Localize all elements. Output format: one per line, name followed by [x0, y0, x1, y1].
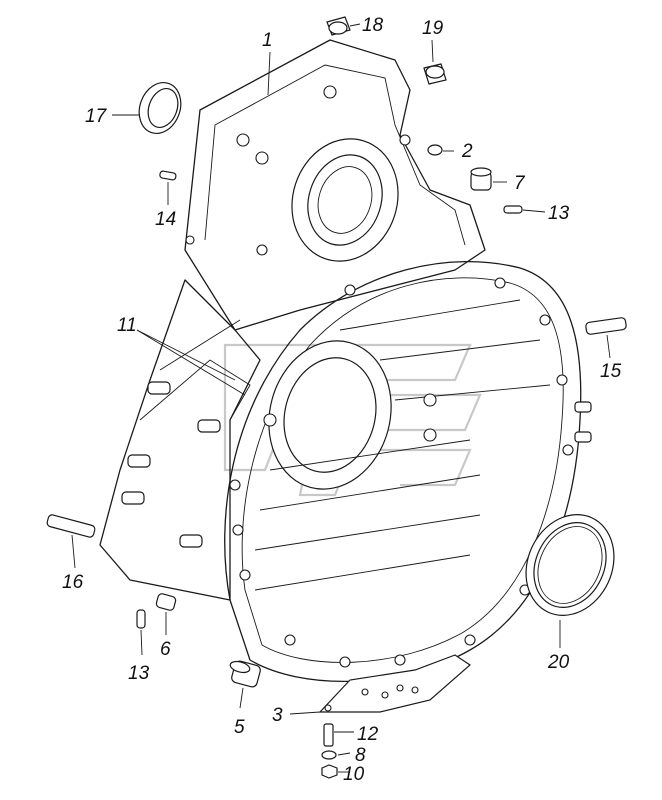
callout-labels: 1 2 3 5 6 7 8 10 11 12 13 13 14 15 16 17…	[62, 15, 622, 785]
nut-10	[321, 764, 338, 779]
stud-15	[585, 317, 627, 335]
pin-13-upper	[503, 205, 523, 214]
callout-12: 12	[357, 724, 379, 745]
plate-3	[318, 654, 471, 713]
housing-upper-block	[184, 39, 486, 331]
callout-11: 11	[117, 315, 137, 336]
callout-15: 15	[600, 361, 622, 382]
callout-14: 14	[155, 209, 176, 230]
housing-bell-flange	[224, 261, 582, 682]
seal-20	[525, 514, 615, 616]
callout-16: 16	[62, 572, 84, 593]
flange-bolt-holes	[229, 277, 574, 668]
crank-bore-inner	[283, 357, 377, 473]
upper-bore-inner	[307, 154, 383, 246]
callout-1: 1	[262, 30, 273, 51]
bushing-5	[229, 660, 261, 688]
callout-10: 10	[343, 764, 365, 785]
bushing-6	[155, 593, 177, 611]
callout-6: 6	[160, 639, 171, 660]
seal-17	[138, 82, 182, 134]
bolt-12	[323, 723, 334, 747]
callout-7: 7	[514, 173, 526, 194]
callout-18: 18	[362, 15, 384, 36]
callout-13-lower: 13	[128, 663, 150, 684]
washer-8	[321, 750, 337, 760]
callout-2: 2	[461, 141, 473, 162]
callout-20: 20	[547, 652, 570, 673]
cap-nut-18	[326, 16, 351, 36]
pin-13-lower	[136, 609, 146, 629]
callout-3: 3	[272, 705, 283, 726]
housing-ribs	[254, 299, 551, 591]
housing-left-body	[99, 279, 261, 601]
flywheel-housing	[99, 39, 592, 682]
leader-lines	[71, 23, 611, 773]
callout-5: 5	[234, 717, 245, 738]
callout-13-upper: 13	[548, 203, 570, 224]
callout-19: 19	[422, 18, 444, 39]
plug-2	[427, 144, 443, 156]
callout-8: 8	[355, 745, 366, 766]
pin-14	[159, 170, 177, 181]
housing-upper-block-inner	[204, 64, 466, 246]
left-studs	[121, 381, 592, 548]
upper-block-pads	[185, 85, 411, 296]
stud-16	[46, 514, 96, 538]
bushing-7	[470, 167, 492, 191]
cap-nut-19	[423, 63, 447, 85]
callout-17: 17	[85, 106, 108, 127]
